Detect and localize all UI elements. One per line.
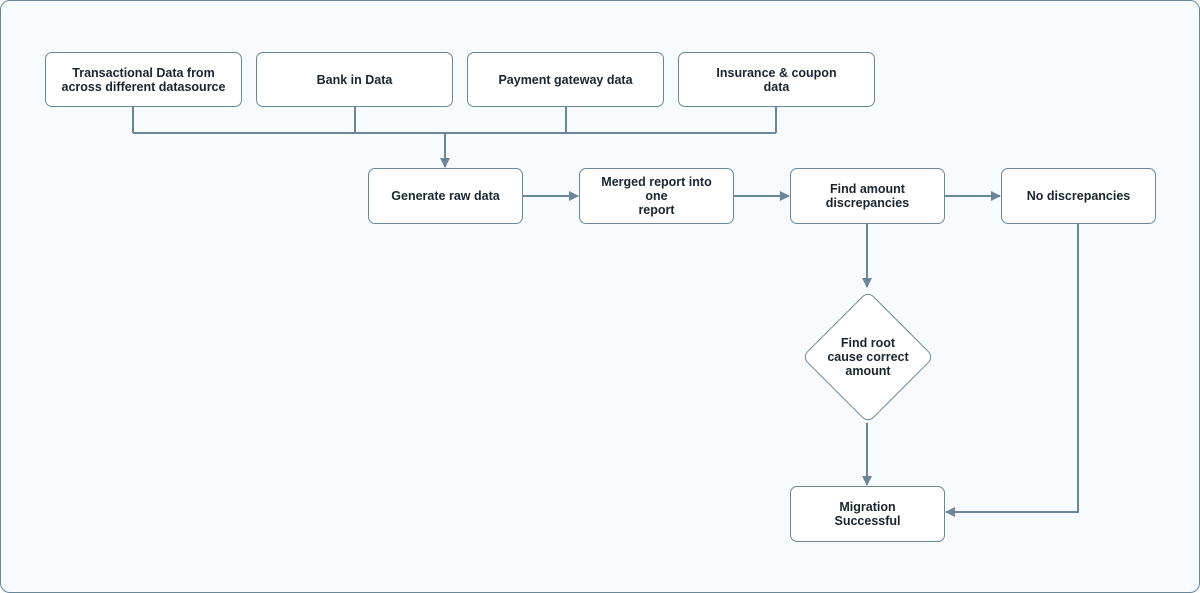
- node-no-discrepancies[interactable]: No discrepancies: [1001, 168, 1156, 224]
- node-transactional-data[interactable]: Transactional Data from across different…: [45, 52, 242, 107]
- node-bank-in-data[interactable]: Bank in Data: [256, 52, 453, 107]
- connector-no-discrepancies-to-migration: [945, 224, 1079, 517]
- node-payment-gateway-data[interactable]: Payment gateway data: [467, 52, 664, 107]
- node-merged-report[interactable]: Merged report into one report: [579, 168, 734, 224]
- node-migration-successful[interactable]: Migration Successful: [790, 486, 945, 542]
- node-payment-gateway-data-label: Payment gateway data: [498, 72, 633, 87]
- node-insurance-coupon-data[interactable]: Insurance & coupon data: [678, 52, 875, 107]
- decision-root-cause-label: Find root cause correct amount: [827, 336, 909, 378]
- node-find-amount-discrepancies-label: Find amount discrepancies: [825, 182, 910, 210]
- node-generate-raw-data-label: Generate raw data: [391, 189, 500, 203]
- node-merged-report-label: Merged report into one report: [601, 175, 712, 217]
- node-migration-successful-label: Migration Successful: [834, 500, 901, 528]
- node-generate-raw-data[interactable]: Generate raw data: [368, 168, 523, 224]
- node-insurance-coupon-data-label: Insurance & coupon data: [716, 65, 837, 94]
- decision-root-cause: Find root cause correct amount: [801, 291, 935, 423]
- node-transactional-data-label: Transactional Data from across different…: [61, 65, 226, 94]
- node-bank-in-data-label: Bank in Data: [316, 72, 393, 87]
- node-find-amount-discrepancies[interactable]: Find amount discrepancies: [790, 168, 945, 224]
- node-no-discrepancies-label: No discrepancies: [1026, 189, 1131, 203]
